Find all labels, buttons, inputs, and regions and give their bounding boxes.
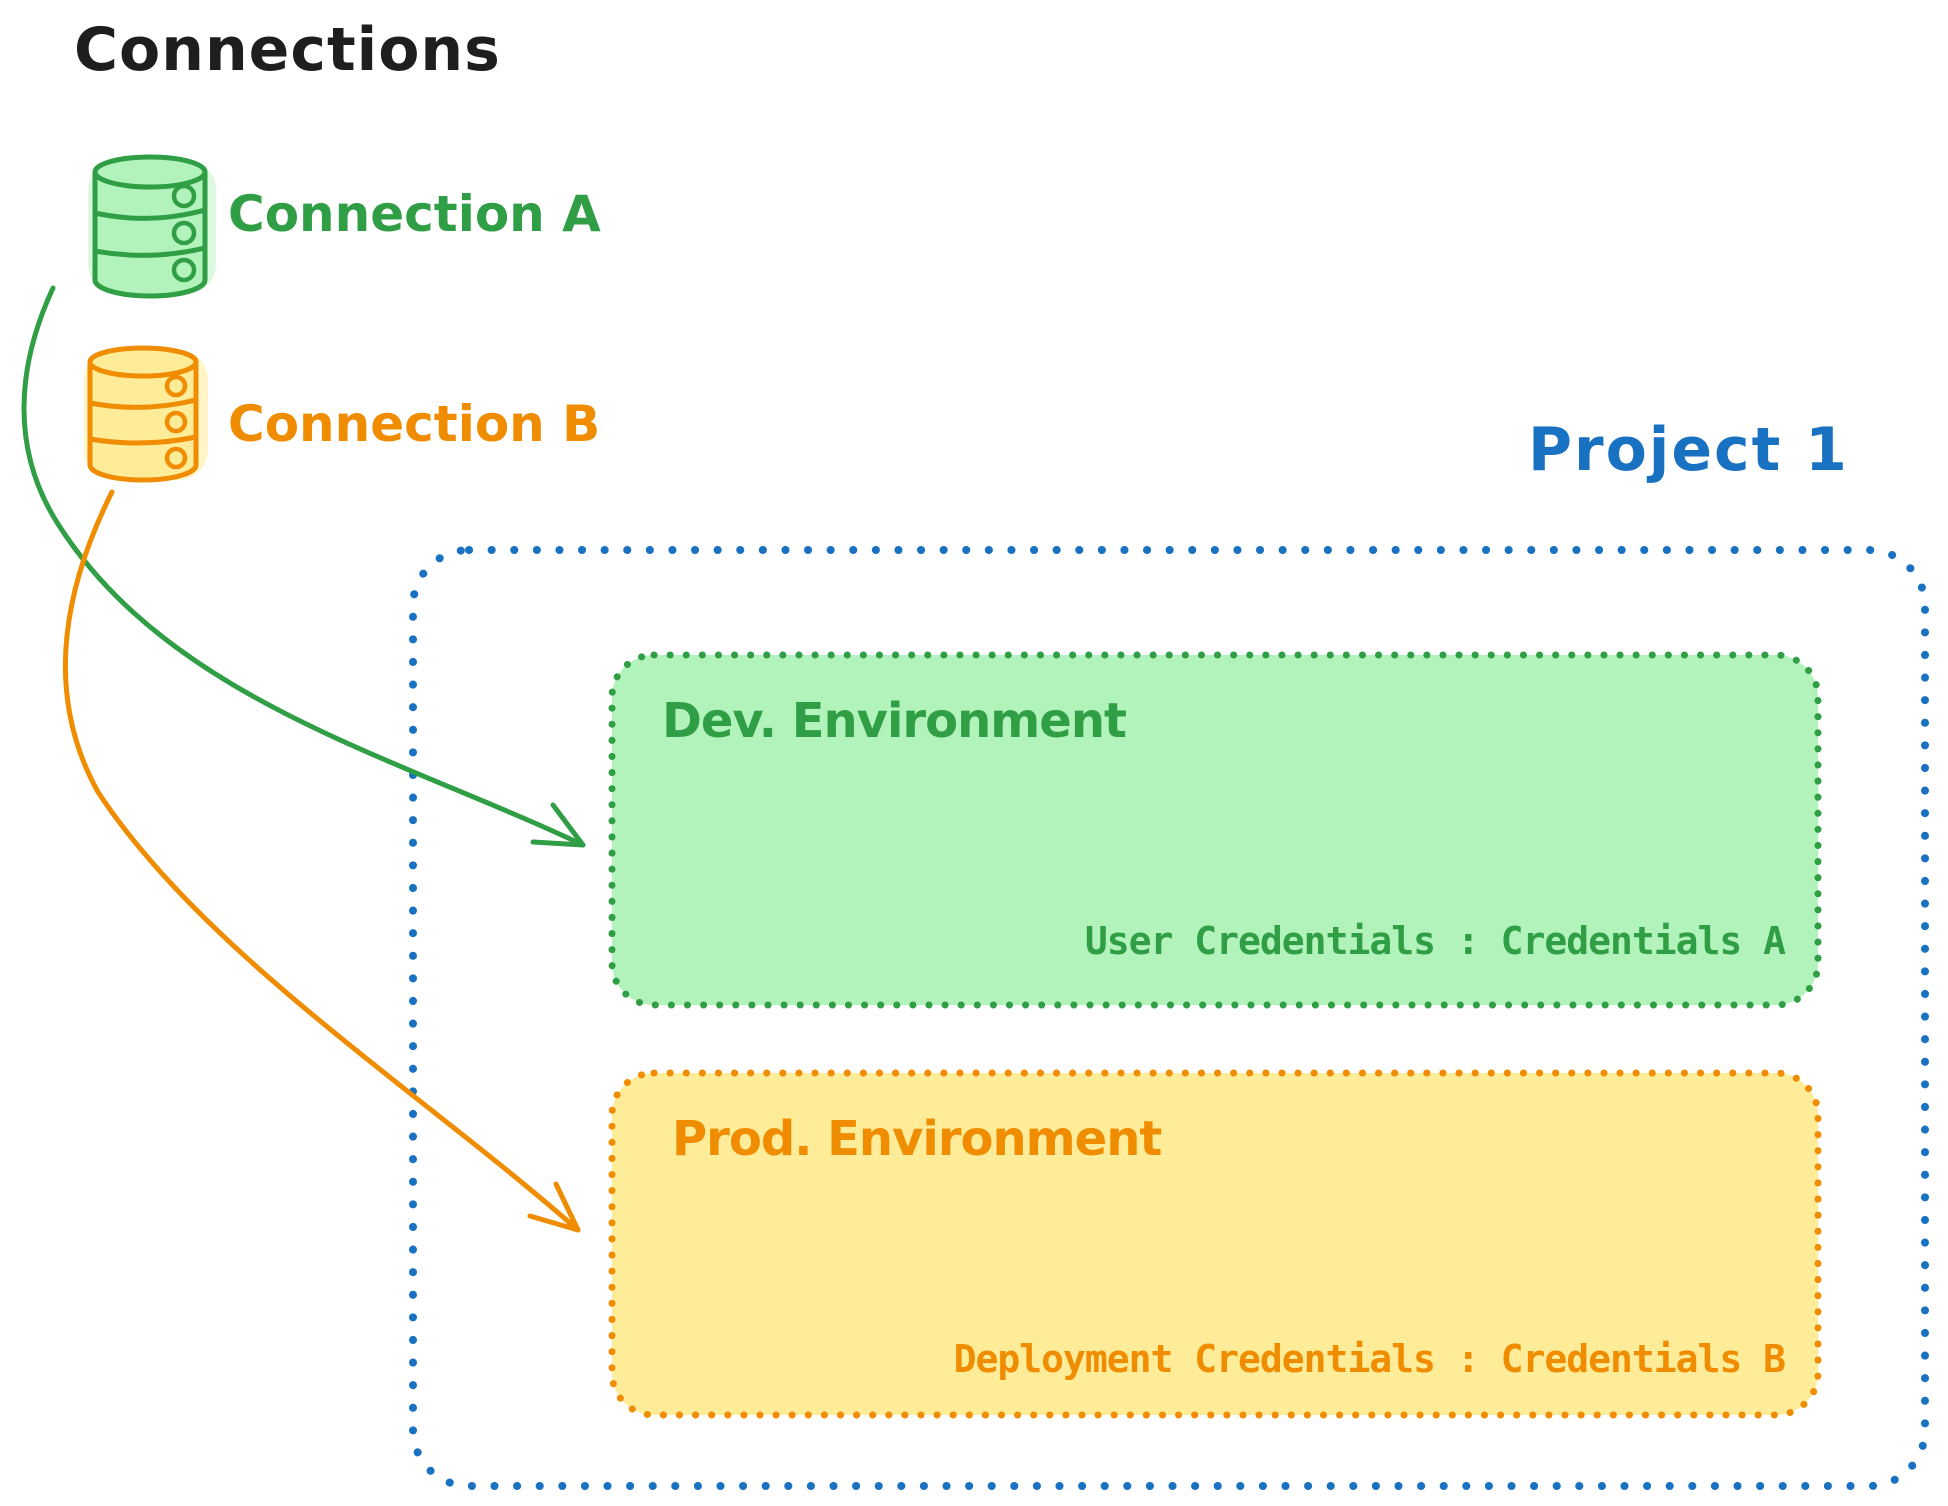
dev-environment-title: Dev. Environment	[662, 693, 1127, 749]
prod-credentials-text: Deployment Credentials : Credentials B	[953, 1337, 1786, 1381]
prod-environment-box	[608, 1069, 1822, 1419]
prod-environment-title: Prod. Environment	[672, 1111, 1162, 1167]
connection-a-database-icon	[88, 154, 216, 299]
arrow-connection-b-to-prod	[63, 489, 581, 1233]
connection-b-label: Connection B	[228, 395, 601, 453]
project-title: Project 1	[1528, 415, 1849, 485]
connection-b-database-icon	[84, 345, 208, 483]
connections-heading: Connections	[74, 15, 501, 85]
arrow-connection-a-to-dev	[21, 285, 586, 848]
project-1-box	[409, 546, 1929, 1490]
dev-environment-box	[608, 651, 1822, 1009]
dev-credentials-text: User Credentials : Credentials A	[1084, 919, 1786, 963]
connection-a-label: Connection A	[228, 185, 601, 243]
